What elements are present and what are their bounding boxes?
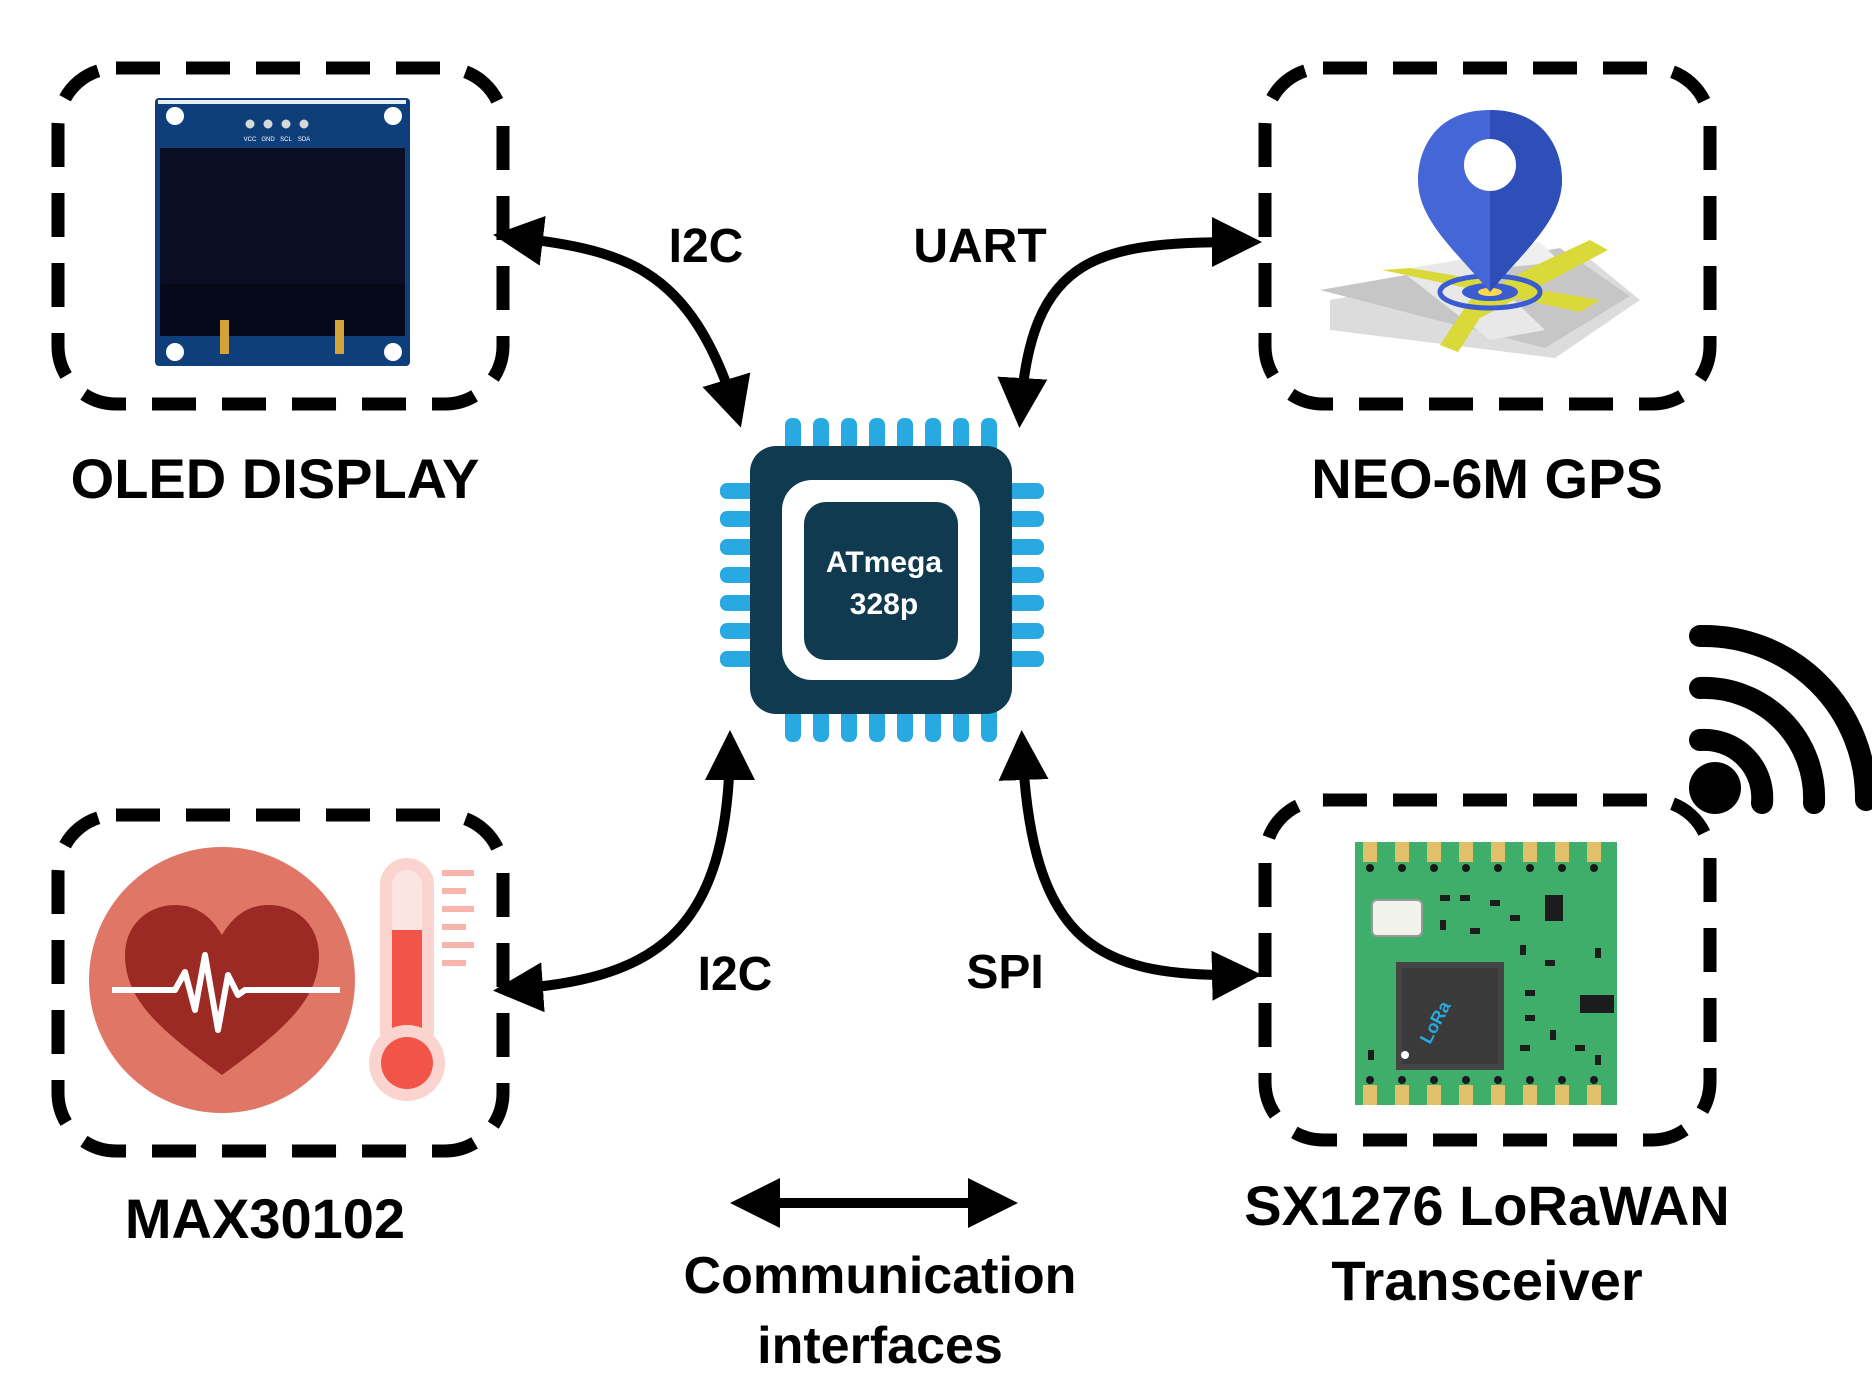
arrow-lora-mcu: [998, 730, 1262, 1001]
gps-dashed-frame: [1258, 61, 1717, 411]
oled-pin-vcc: VCC: [244, 137, 257, 143]
link-label-gps: UART: [913, 220, 1046, 273]
link-label-lora: SPI: [966, 946, 1043, 999]
arrow-oled-mcu: [493, 215, 751, 428]
max-title: MAX30102: [125, 1187, 405, 1250]
gps-map-pin-icon: [1320, 110, 1640, 358]
lora-pcb-icon: LoRa: [1355, 842, 1617, 1105]
gps-title: NEO-6M GPS: [1311, 447, 1663, 510]
oled-pin-gnd: GND: [261, 137, 275, 143]
mcu-core: [804, 502, 958, 660]
arrow-max-mcu: [493, 730, 755, 1013]
max-module: MAX30102: [51, 808, 510, 1250]
link-label-max: I2C: [698, 948, 773, 1001]
legend-label-line2: interfaces: [757, 1317, 1003, 1375]
lora-module: LoRa SX1276 LoRaWAN Transceiver: [1244, 624, 1872, 1312]
max-dashed-frame: [51, 808, 510, 1158]
oled-pin-sda: SDA: [298, 137, 310, 143]
lora-dashed-frame: [1258, 793, 1717, 1147]
wireless-signal-icon: [1689, 624, 1872, 814]
heart-rate-icon: [89, 847, 355, 1113]
legend-label-line1: Communication: [684, 1247, 1077, 1305]
link-label-oled: I2C: [669, 220, 744, 273]
arrow-gps-mcu: [997, 217, 1262, 428]
gps-module: NEO-6M GPS: [1258, 61, 1717, 510]
mcu-chip: ATmega 328p: [720, 418, 1044, 742]
oled-title: OLED DISPLAY: [71, 447, 480, 510]
oled-pin-scl: SCL: [280, 137, 292, 143]
thermometer-icon: [369, 858, 474, 1101]
connection-arrows: [493, 215, 1262, 1228]
mcu-label-line2: 328p: [850, 588, 918, 621]
lora-title-line2: Transceiver: [1331, 1249, 1642, 1312]
oled-dashed-frame: [51, 61, 510, 411]
oled-display-icon: VCC GND SCL SDA: [155, 98, 410, 366]
lora-title-line1: SX1276 LoRaWAN: [1244, 1174, 1730, 1237]
oled-module: VCC GND SCL SDA OLED DISPLAY: [51, 61, 510, 510]
mcu-label-line1: ATmega: [826, 546, 942, 579]
